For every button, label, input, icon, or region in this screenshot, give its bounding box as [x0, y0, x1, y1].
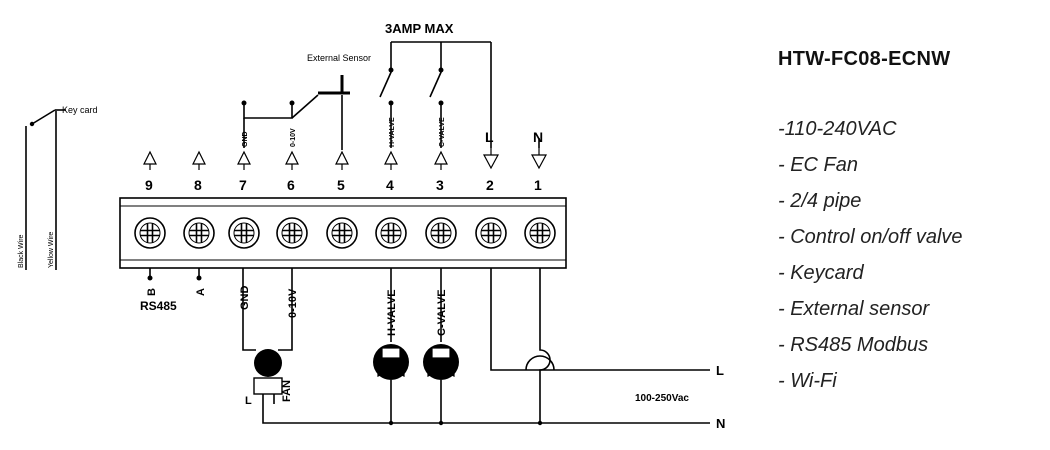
top-label-0-10v: 0-10V — [290, 128, 297, 147]
terminal-8-arrow-icon — [192, 150, 206, 165]
terminal-7-arrow-icon — [237, 150, 251, 165]
terminal-screw-5 — [326, 217, 358, 249]
terminal-9-arrow-icon — [143, 150, 157, 165]
gnd-label: GND — [239, 286, 251, 311]
terminal-screw-9 — [134, 217, 166, 249]
rs485-a-label: A — [195, 288, 207, 296]
feature-item: -110-240VAC — [778, 118, 897, 140]
c-valve-label: C-VALVE — [436, 289, 448, 336]
supply-line-label: L — [716, 363, 724, 378]
terminal-screw-4 — [375, 217, 407, 249]
terminal-number-1: 1 — [534, 177, 542, 193]
terminal-number-9: 9 — [145, 177, 153, 193]
terminal-number-2: 2 — [486, 177, 494, 193]
feature-item: - External sensor — [778, 298, 930, 320]
feature-list: -110-240VAC - EC Fan - 2/4 pipe - Contro… — [778, 111, 1043, 399]
supply-voltage-label: 100-250Vac — [635, 393, 689, 404]
feature-item: - 2/4 pipe — [778, 190, 862, 212]
top-label-gnd: GND — [242, 131, 249, 147]
top-letter-l: L — [485, 129, 494, 145]
fan-label: FAN — [281, 380, 293, 402]
h-valve-label: H-VALVE — [386, 289, 398, 336]
terminal-number-8: 8 — [194, 177, 202, 193]
terminal-screw-6 — [276, 217, 308, 249]
model-name: HTW-FC08-ECNW — [778, 48, 951, 70]
terminal-screw-3 — [425, 217, 457, 249]
feature-item: - RS485 Modbus — [778, 334, 929, 356]
terminal-number-3: 3 — [436, 177, 444, 193]
terminal-1-arrow-icon — [530, 154, 548, 170]
wiring-diagram: 3AMP MAX External Sensor Key card Black … — [18, 21, 725, 431]
0-10v-label: 0-10V — [287, 288, 299, 318]
supply-neutral-label: N — [716, 416, 725, 431]
header-label: 3AMP MAX — [385, 21, 454, 36]
terminal-6-arrow-icon — [285, 150, 299, 165]
terminal-3-arrow-icon — [434, 150, 448, 165]
top-letter-n: N — [533, 129, 543, 145]
external-sensor-label: External Sensor — [307, 53, 371, 63]
terminal-number-4: 4 — [386, 177, 394, 193]
spec-panel: HTW-FC08-ECNW -110-240VAC - EC Fan - 2/4… — [778, 48, 1043, 399]
terminal-4-arrow-icon — [384, 150, 398, 165]
terminal-2-arrow-icon — [482, 154, 500, 170]
feature-item: - EC Fan — [778, 154, 859, 176]
key-card-label: Key card — [62, 105, 98, 115]
top-label-h-valve: H-VALVE — [389, 117, 396, 147]
terminal-number-5: 5 — [337, 177, 345, 193]
terminal-number-7: 7 — [239, 177, 247, 193]
terminal-screw-2 — [475, 217, 507, 249]
black-wire-label: Black Wire — [18, 234, 25, 268]
feature-item: - Wi-Fi — [778, 370, 837, 392]
yellow-wire-label: Yellow Wire — [48, 232, 55, 268]
rs485-b-label: B — [146, 288, 158, 296]
feature-item: - Control on/off valve — [778, 226, 963, 248]
rs485-label: RS485 — [140, 299, 177, 313]
feature-item: - Keycard — [778, 262, 864, 284]
terminal-number-6: 6 — [287, 177, 295, 193]
top-label-c-valve: C-VALVE — [439, 117, 446, 147]
terminal-screw-8 — [183, 217, 215, 249]
fan-l-label: L — [245, 395, 252, 407]
terminal-screw-7 — [228, 217, 260, 249]
terminal-screw-1 — [524, 217, 556, 249]
terminal-5-arrow-icon — [335, 150, 349, 165]
